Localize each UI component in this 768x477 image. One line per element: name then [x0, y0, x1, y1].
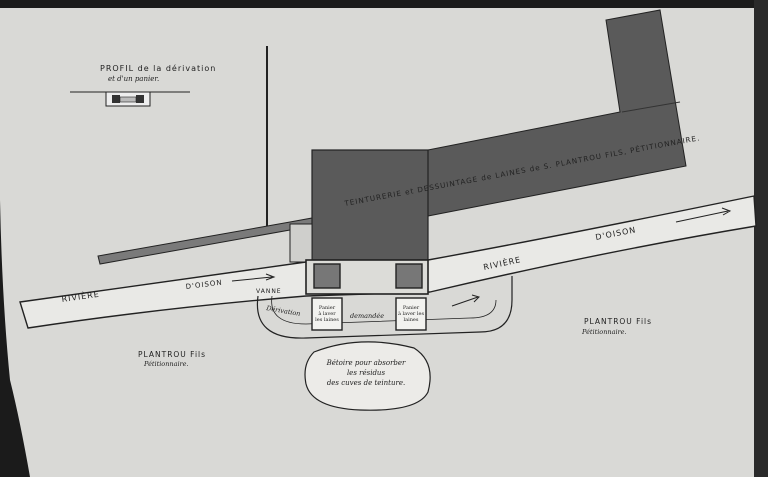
pond-line-2: les résidus — [347, 369, 386, 377]
flow-arrow-left — [231, 273, 276, 282]
profile-inset — [70, 91, 190, 107]
owner-left-name: PLANTROU Fils — [138, 350, 206, 359]
owner-left-role: Pétitionnaire. — [143, 360, 189, 368]
basket-left-line-3: les laines — [315, 317, 339, 323]
basket-left-line-2: à laver — [318, 310, 336, 317]
owner-right-role: Pétitionnaire. — [581, 328, 627, 336]
basket-right-line-2: à laver les — [398, 310, 424, 317]
vanne-label: VANNE — [256, 288, 282, 295]
sluice-box-left — [313, 263, 341, 289]
absorption-pond — [304, 341, 431, 411]
profile-subtitle: et d'un panier. — [108, 75, 159, 83]
derivation-channel — [256, 276, 513, 339]
flow-arrow-right — [675, 207, 732, 223]
pond-line-3: des cuves de teinture. — [327, 379, 405, 387]
factory-wall-line — [621, 101, 681, 113]
factory-main-block — [311, 149, 429, 261]
derivation-inner — [271, 295, 497, 325]
pond-line-1: Bétoire pour absorber — [326, 359, 406, 367]
basket-left — [311, 297, 343, 331]
paper-edge-right — [754, 0, 768, 477]
basket-right — [395, 297, 427, 331]
basket-left-line-1: Panier — [319, 305, 336, 311]
basket-right-line-3: laines — [404, 317, 419, 323]
sluice-box-right — [395, 263, 423, 289]
profile-title: PROFIL de la dérivation — [100, 63, 216, 73]
owner-right-name: PLANTROU Fils — [584, 317, 652, 326]
paper-fold — [0, 0, 768, 8]
demandee-label: demandée — [350, 312, 384, 320]
basket-right-line-1: Panier — [403, 305, 420, 311]
flow-arrow-channel — [451, 294, 480, 307]
factory-annex — [289, 223, 313, 263]
